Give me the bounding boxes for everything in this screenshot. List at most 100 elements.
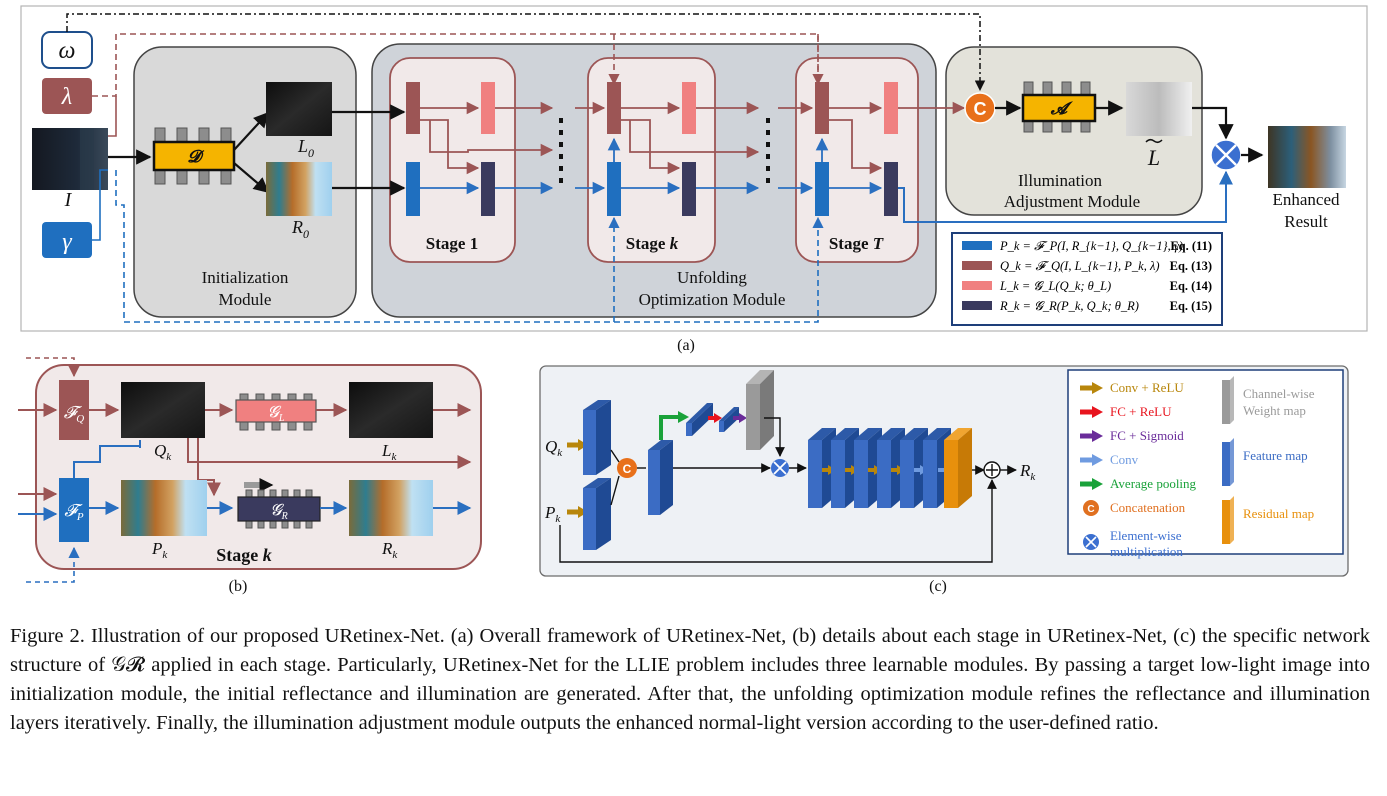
qk-input-label: Qk [545, 437, 563, 459]
concat-feature-map [648, 440, 673, 515]
figure-caption: Figure 2. Illustration of our proposed U… [10, 625, 1370, 734]
panel-a-tag: (a) [677, 337, 695, 354]
lambda-path [92, 33, 819, 97]
pk-image [121, 480, 207, 536]
legend-formula-4: R_k = 𝓖_R(P_k, Q_k; θ_R) [999, 299, 1139, 313]
omega-label: ω [59, 38, 76, 64]
staget-fq-block [815, 82, 829, 134]
stage-t-box [795, 57, 919, 263]
legend-eq-3: Eq. (14) [1170, 279, 1212, 293]
d-network-block: 𝓓 [152, 127, 236, 185]
q-feature-map [583, 400, 611, 475]
svg-text:C: C [1087, 504, 1094, 515]
legend-swatch-3 [962, 281, 992, 290]
stage-ellipsis-1 [559, 118, 563, 183]
l0-image [266, 82, 332, 136]
svg-text:C: C [974, 99, 987, 119]
stage1-fp-block [406, 162, 420, 216]
legend-c-label-4: Conv [1110, 452, 1139, 467]
legend-swatch-4 [962, 301, 992, 310]
rk-image [349, 480, 433, 536]
qk-label: Qk [154, 441, 172, 463]
l-tilde-image [1126, 82, 1192, 136]
enhanced-result-image [1268, 126, 1346, 188]
pooled-feature [686, 403, 713, 436]
gamma-box [42, 222, 92, 258]
legend-eq-4: Eq. (15) [1170, 299, 1212, 313]
legend-c-label-1: Conv + ReLU [1110, 380, 1184, 395]
stage-ellipsis-2 [766, 118, 770, 183]
panel-c-tag: (c) [929, 578, 947, 595]
r0-image [266, 162, 332, 216]
input-image-label: I [64, 189, 73, 211]
legend-c-icon-6 [1083, 500, 1099, 516]
stagek-fp-block [607, 162, 621, 216]
pk-label: Pk [151, 539, 168, 561]
legend-formula-2: Q_k = 𝓕_Q(I, L_{k−1}, P_k, λ) [1000, 259, 1160, 273]
legend-c-label-5: Average pooling [1110, 476, 1197, 491]
legend-map-1 [1222, 376, 1234, 424]
legend-c-label-6: Concatenation [1110, 500, 1186, 515]
adjust-module-label-1: Illumination [1018, 171, 1103, 190]
panel-a-legend-entries: P_k = 𝓕_P(I, R_{k−1}, Q_{k−1}, γ)Eq. (11… [962, 239, 1212, 313]
lambda-box [42, 78, 92, 114]
omega-path [66, 13, 986, 92]
enhanced-label-2: Result [1284, 212, 1328, 231]
stage1-fq-block [406, 82, 420, 134]
qk-image [121, 382, 205, 438]
init-module-label-2: Module [219, 290, 272, 309]
residual-map [944, 428, 972, 508]
p-feature-map [583, 478, 611, 550]
stagek-gl-block [682, 82, 696, 134]
d-block-label: 𝓓 [187, 147, 204, 166]
gamma-path [115, 170, 824, 323]
channel-weight-map [746, 370, 774, 450]
stagek-fq-block [607, 82, 621, 134]
lk-label: Lk [381, 441, 397, 463]
legend-formula-3: L_k = 𝓖_L(Q_k; θ_L) [999, 279, 1111, 293]
staget-fp-block [815, 162, 829, 216]
gr-label: 𝓖R [270, 502, 287, 522]
legend-eq-1: Eq. (11) [1170, 239, 1212, 253]
stagek-gr-block [682, 162, 696, 216]
stage1-gr-block [481, 162, 495, 216]
stage-k-label: Stage k [626, 234, 679, 253]
gl-label: 𝓖L [268, 404, 285, 424]
stage1-gl-block [481, 82, 495, 134]
lk-image [349, 382, 433, 438]
rk-label: Rk [381, 539, 398, 561]
figure-canvas: ω λ γ I 𝓓 L0 R0 [18, 5, 1368, 595]
legend-map-label-3: Residual map [1243, 506, 1314, 521]
legend-map-3 [1222, 496, 1234, 544]
unfold-module-label-2: Optimization Module [639, 290, 786, 309]
fq-block [59, 380, 89, 440]
staget-gr-block [884, 162, 898, 216]
concat-node-c [617, 458, 637, 478]
l-tilde-label: L [1147, 145, 1160, 170]
legend-c-label-2: FC + ReLU [1110, 404, 1172, 419]
legend-map-2 [1222, 438, 1234, 486]
legend-swatch-2 [962, 261, 992, 270]
l0-label: L0 [297, 136, 314, 160]
legend-formula-1: P_k = 𝓕_P(I, R_{k−1}, Q_{k−1}, γ) [999, 239, 1183, 253]
fp-block [59, 478, 89, 542]
unfold-module-label-1: Unfolding [677, 268, 747, 287]
input-low-light-image [32, 128, 108, 190]
svg-text:C: C [623, 462, 632, 476]
legend-swatch-1 [962, 241, 992, 250]
r0-label: R0 [291, 217, 309, 241]
stage-t-label: Stage T [829, 234, 884, 253]
a-network-block: 𝓐 [1021, 81, 1097, 133]
feature-map-stack [808, 428, 951, 508]
legend-map-label-2: Feature map [1243, 448, 1308, 463]
staget-gl-block [884, 82, 898, 134]
gamma-label: γ [62, 229, 72, 255]
fc-feature [719, 407, 739, 432]
pk-input-label: Pk [544, 503, 561, 525]
init-module-label-1: Initialization [202, 268, 289, 287]
adjust-module-label-2: Adjustment Module [1004, 192, 1140, 211]
stage-1-label: Stage 1 [426, 234, 478, 253]
